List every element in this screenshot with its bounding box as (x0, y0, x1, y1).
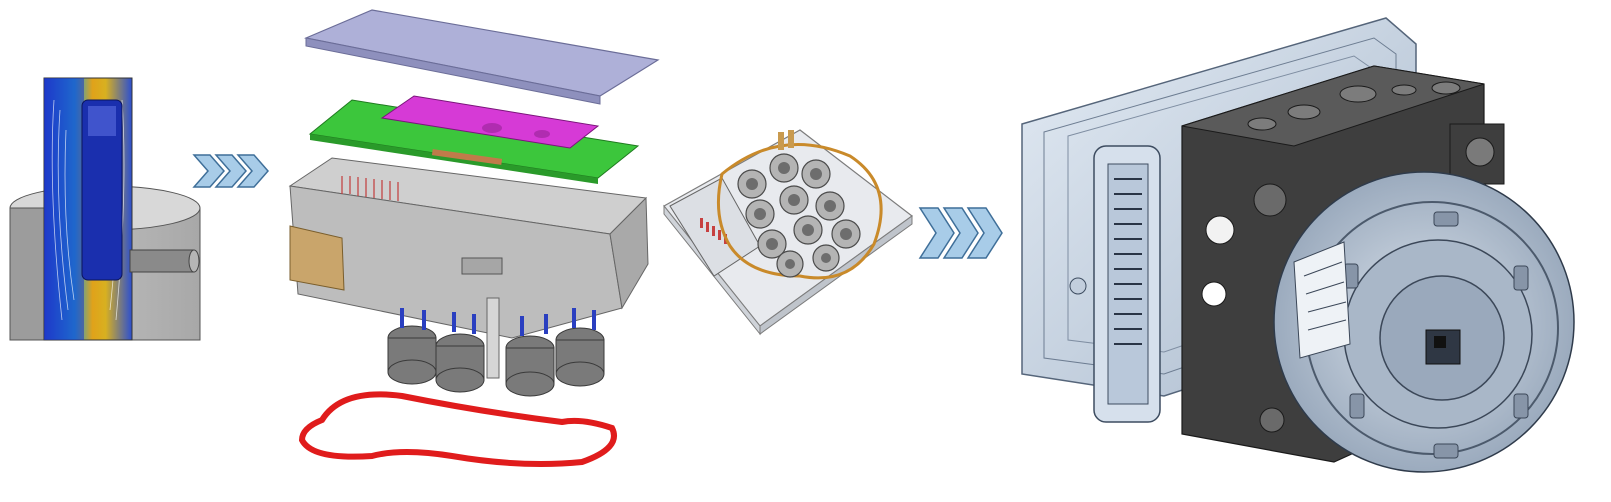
chevron (214, 154, 247, 188)
process-arrow-1 (192, 153, 274, 189)
housing-gasket (298, 391, 617, 467)
exploded-ecu-assembly (282, 8, 662, 478)
coil-carrier-module (660, 126, 920, 336)
chevron (236, 154, 269, 188)
cover-plate (303, 9, 660, 105)
ecu-housing (288, 157, 649, 339)
process-arrow-2 (918, 206, 1008, 260)
abs-hydraulic-unit (1014, 14, 1608, 488)
solenoid-valve-simulation (4, 70, 204, 360)
valve-coils (387, 297, 605, 397)
chevron (942, 207, 979, 259)
chevron (966, 207, 1003, 259)
chevron (192, 154, 225, 188)
chevron (918, 207, 955, 259)
electrical-connector (1069, 145, 1161, 423)
circuit-board (308, 95, 640, 184)
pump-motor (1273, 171, 1575, 473)
